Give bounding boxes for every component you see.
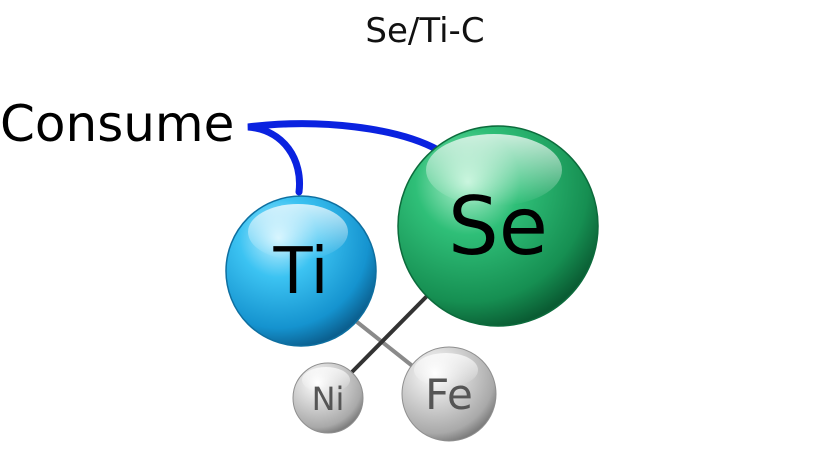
consume-link <box>247 120 442 196</box>
ti-highlight <box>248 204 348 260</box>
fe-label: Fe <box>425 370 473 419</box>
fe-highlight <box>414 353 478 387</box>
bond-ti-fe <box>350 316 422 374</box>
ti-label: Ti <box>273 235 329 309</box>
bond-se-ni <box>350 293 430 374</box>
node-fe: Fe <box>401 346 497 442</box>
se-highlight <box>426 134 562 206</box>
node-ti: Ti <box>225 195 377 347</box>
node-ni: Ni <box>292 362 364 434</box>
diagram-title: Se/Ti-C <box>365 11 484 51</box>
ni-highlight <box>302 367 350 393</box>
node-se: Se <box>397 125 599 327</box>
ni-label: Ni <box>312 380 345 418</box>
consume-label: Consume <box>0 95 234 153</box>
se-label: Se <box>448 180 548 273</box>
